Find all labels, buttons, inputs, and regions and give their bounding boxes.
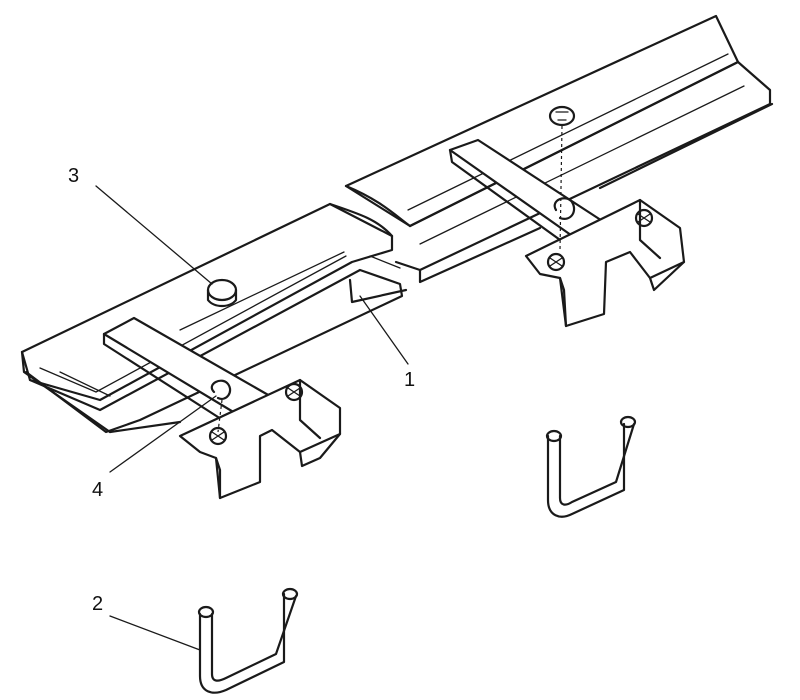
leader-1 (359, 295, 409, 365)
left-bracket (178, 378, 342, 500)
left-clamp (102, 316, 342, 500)
callout-3: 3 (68, 165, 79, 187)
leader-2 (109, 615, 201, 651)
left-hook-clip (210, 379, 232, 400)
callout-1: 1 (404, 369, 415, 391)
u-bolt-2 (197, 587, 299, 694)
leader-3 (95, 185, 213, 285)
u-bolt-right (545, 415, 637, 518)
leader-4 (109, 395, 217, 473)
second-leaf-right (394, 60, 772, 272)
left-bracket-bolt-a (208, 426, 228, 446)
right-bracket-bolt-b (634, 208, 654, 228)
callout-2: 2 (92, 593, 103, 615)
left-bracket-bolt-b (284, 382, 304, 402)
right-nut (548, 105, 576, 127)
right-bracket-bolt-a (546, 252, 566, 272)
nut-3 (206, 278, 238, 308)
right-hook-clip (553, 197, 576, 220)
right-bracket (524, 198, 686, 328)
right-clamp (448, 105, 686, 328)
callout-4: 4 (92, 479, 103, 501)
